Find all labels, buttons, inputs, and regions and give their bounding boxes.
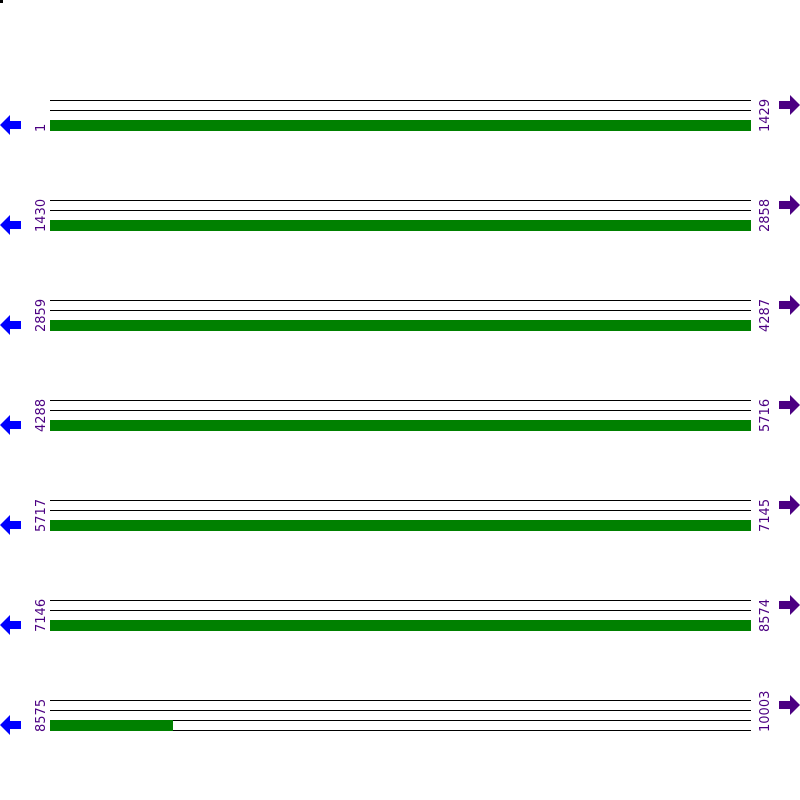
track-row: 2859 4287 — [0, 295, 800, 340]
track-line — [50, 730, 751, 731]
end-coordinate: 8574 — [758, 598, 773, 632]
arrow-left-icon[interactable] — [0, 114, 22, 136]
track-line — [50, 720, 751, 721]
track-row: 7146 8574 — [0, 595, 800, 640]
track-line — [50, 500, 751, 501]
track-line — [50, 100, 751, 101]
feature-bar[interactable] — [50, 320, 751, 331]
feature-bar[interactable] — [50, 120, 751, 131]
arrow-left-icon[interactable] — [0, 414, 22, 436]
track-line — [50, 210, 751, 211]
end-coordinate: 4287 — [758, 298, 773, 332]
arrow-left-icon[interactable] — [0, 314, 22, 336]
arrow-right-icon[interactable] — [779, 194, 800, 216]
track-row: 8575 10003 — [0, 691, 800, 740]
arrow-left-icon[interactable] — [0, 614, 22, 636]
end-coordinate: 10003 — [758, 690, 773, 732]
track-line — [50, 510, 751, 511]
end-coordinate: 2858 — [758, 198, 773, 232]
start-coordinate: 7146 — [34, 598, 49, 632]
track-line — [50, 610, 751, 611]
arrow-left-icon[interactable] — [0, 714, 22, 736]
arrow-right-icon[interactable] — [779, 494, 800, 516]
end-coordinate: 5716 — [758, 398, 773, 432]
arrow-left-icon[interactable] — [0, 214, 22, 236]
start-coordinate: 1430 — [34, 198, 49, 232]
start-coordinate: 5717 — [34, 498, 49, 532]
track-line — [50, 200, 751, 201]
start-coordinate: 8575 — [34, 698, 49, 732]
feature-bar[interactable] — [50, 420, 751, 431]
track-line — [50, 310, 751, 311]
arrow-left-icon[interactable] — [0, 514, 22, 536]
track-row: 1430 2858 — [0, 195, 800, 240]
arrow-right-icon[interactable] — [779, 94, 800, 116]
track-row: 1 1429 — [0, 95, 800, 140]
track-line — [50, 710, 751, 711]
feature-bar[interactable] — [50, 520, 751, 531]
arrow-right-icon[interactable] — [779, 694, 800, 716]
feature-bar[interactable] — [50, 720, 173, 731]
end-coordinate: 7145 — [758, 498, 773, 532]
track-row: 4288 5716 — [0, 395, 800, 440]
corner-marker — [0, 0, 3, 3]
arrow-right-icon[interactable] — [779, 394, 800, 416]
track-line — [50, 410, 751, 411]
track-row: 5717 7145 — [0, 495, 800, 540]
start-coordinate: 1 — [34, 123, 49, 132]
start-coordinate: 4288 — [34, 398, 49, 432]
feature-bar[interactable] — [50, 620, 751, 631]
track-line — [50, 300, 751, 301]
end-coordinate: 1429 — [758, 98, 773, 132]
feature-bar[interactable] — [50, 220, 751, 231]
arrow-right-icon[interactable] — [779, 594, 800, 616]
start-coordinate: 2859 — [34, 298, 49, 332]
track-line — [50, 110, 751, 111]
track-line — [50, 400, 751, 401]
arrow-right-icon[interactable] — [779, 294, 800, 316]
track-line — [50, 600, 751, 601]
track-line — [50, 700, 751, 701]
